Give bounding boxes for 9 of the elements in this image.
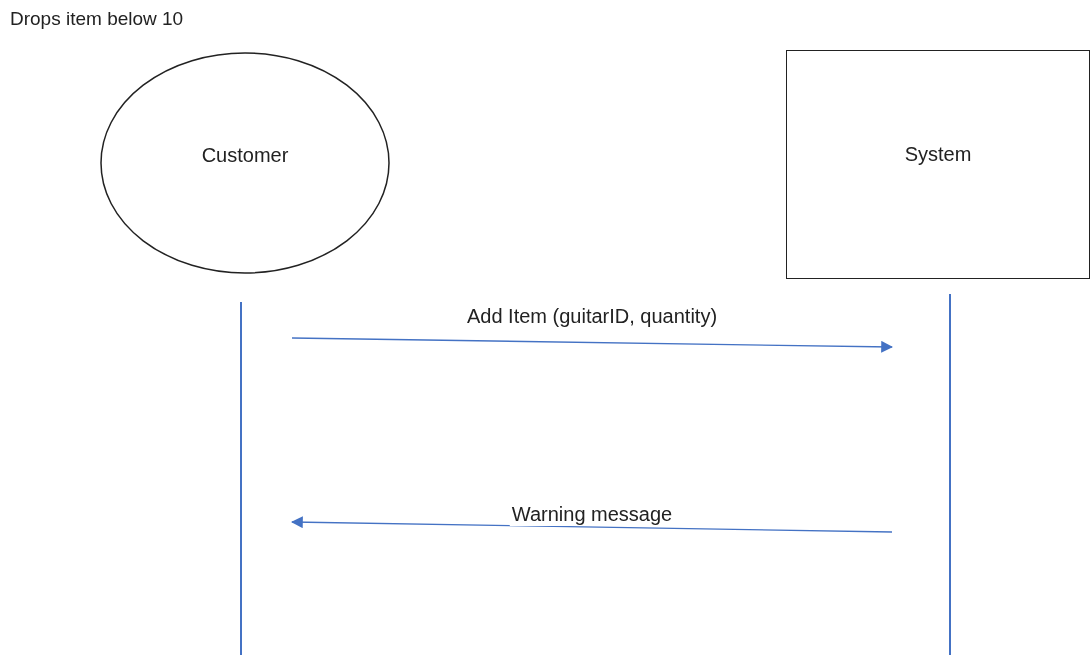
participant-box [786, 50, 1090, 279]
arrow [290, 516, 893, 533]
edge-label: Warning message [509, 503, 675, 526]
participant-label: Customer [201, 144, 289, 167]
lifeline [240, 302, 242, 655]
participant-label: System [904, 143, 972, 166]
arrow [291, 337, 894, 353]
note-text: Drops item below 10 [10, 8, 184, 30]
lifeline [949, 294, 951, 655]
